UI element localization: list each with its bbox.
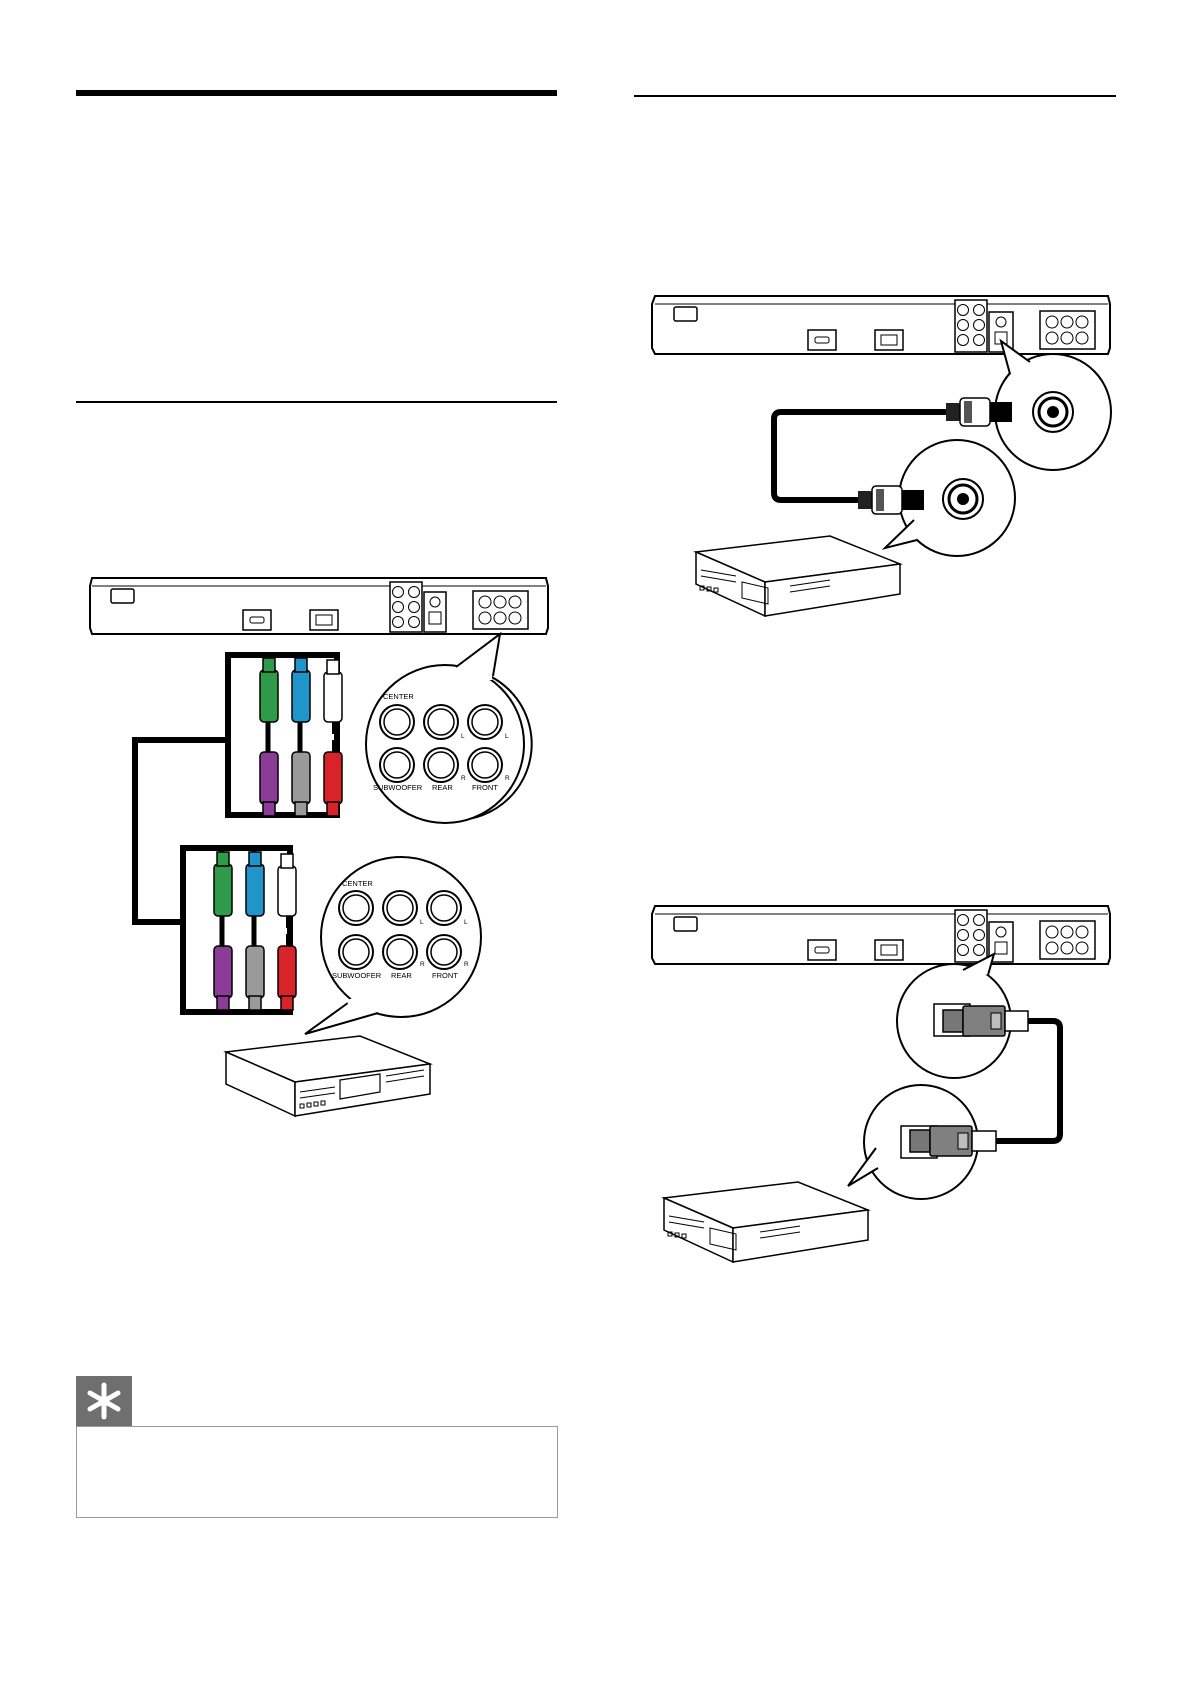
subsection-rule-left	[76, 401, 557, 403]
label-rear-top: REAR	[432, 783, 453, 792]
section-heading-rule	[76, 90, 557, 96]
label-center-bottom: CENTER	[342, 879, 373, 888]
plug-group-lower	[180, 845, 297, 1015]
svg-text:R: R	[420, 961, 425, 968]
label-subwoofer-bottom: SUBWOOFER	[332, 971, 382, 980]
svg-text:L: L	[420, 919, 424, 926]
label-center-top: CENTER	[383, 692, 414, 701]
tip-box	[76, 1426, 558, 1518]
label-subwoofer-top: SUBWOOFER	[373, 783, 423, 792]
subsection-rule-right	[634, 95, 1116, 97]
label-front-bottom: FRONT	[432, 971, 458, 980]
label-front-top: FRONT	[472, 783, 498, 792]
asterisk-icon	[87, 1382, 121, 1420]
svg-text:L: L	[464, 919, 468, 926]
label-rear-bottom: REAR	[391, 971, 412, 980]
svg-text:R: R	[505, 775, 510, 782]
svg-text:R: R	[464, 961, 469, 968]
tip-icon-tile	[76, 1376, 132, 1426]
player-back-panel	[89, 577, 549, 635]
svg-text:L: L	[505, 733, 509, 740]
audio-out-callout-top: CENTER L L R R SUBWOOFER REAR FRONT	[365, 631, 533, 824]
svg-text:L: L	[461, 733, 465, 740]
plug-group-upper	[225, 652, 343, 818]
av-receiver-left	[223, 1035, 433, 1118]
svg-text:R: R	[461, 775, 466, 782]
audio-in-callout-bottom: CENTER L L R R SUBWOOFER REAR FRONT	[304, 856, 482, 1035]
